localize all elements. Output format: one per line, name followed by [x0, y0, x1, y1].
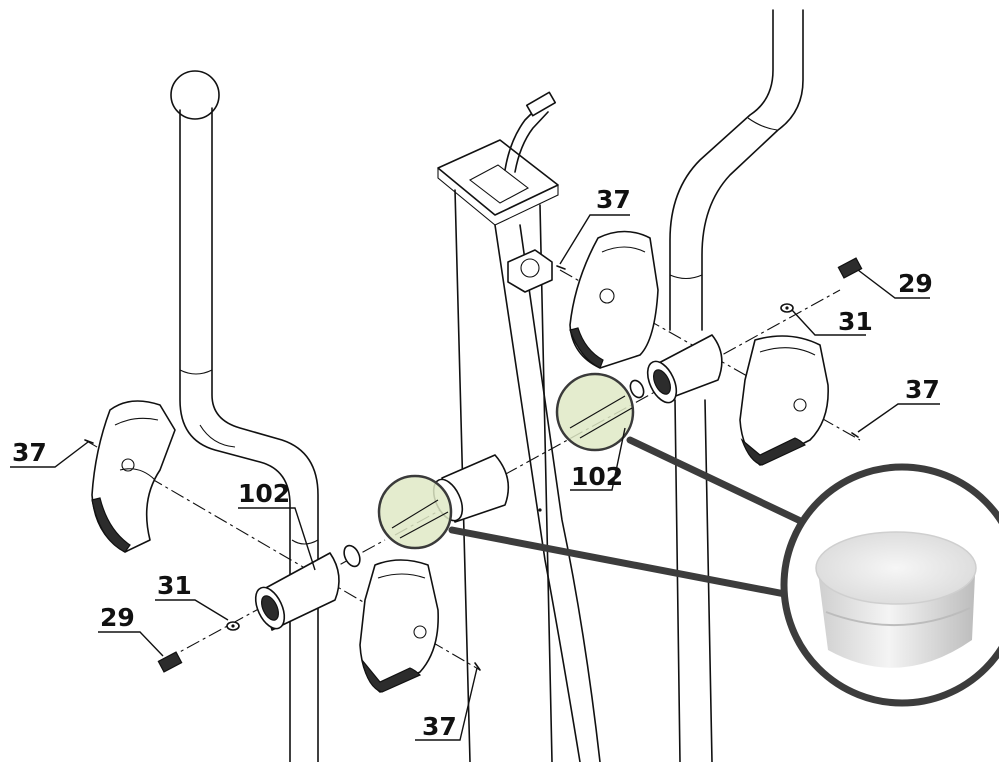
zoom-inset	[780, 463, 999, 707]
left-highlight-circle	[377, 474, 453, 550]
right-lower-shroud	[739, 335, 829, 466]
label-37-right: 37	[905, 375, 940, 404]
label-37-left: 37	[12, 438, 47, 467]
left-lower-shroud	[359, 559, 439, 693]
right-highlight-circle	[555, 372, 635, 452]
callouts: 37 29 31 37 102 37 102 31 29 37	[10, 185, 940, 741]
right-pivot-shaft	[629, 334, 723, 404]
part-102-highlights	[377, 372, 635, 550]
zoom-connectors	[448, 436, 834, 599]
right-upper-shroud	[569, 230, 659, 369]
left-arm-shroud	[91, 400, 176, 553]
hardware	[84, 257, 863, 673]
left-handlebar-tube	[170, 70, 319, 763]
label-37-bottom: 37	[422, 712, 457, 741]
label-29-right: 29	[898, 269, 933, 298]
end-cap-top	[815, 531, 977, 605]
label-102-left: 102	[238, 479, 290, 508]
label-102-right: 102	[571, 462, 623, 491]
label-31-right: 31	[838, 307, 873, 336]
label-37-top: 37	[596, 185, 631, 214]
left-pivot-shaft	[254, 544, 361, 631]
label-31-left: 31	[157, 571, 192, 600]
label-29-left: 29	[100, 603, 135, 632]
